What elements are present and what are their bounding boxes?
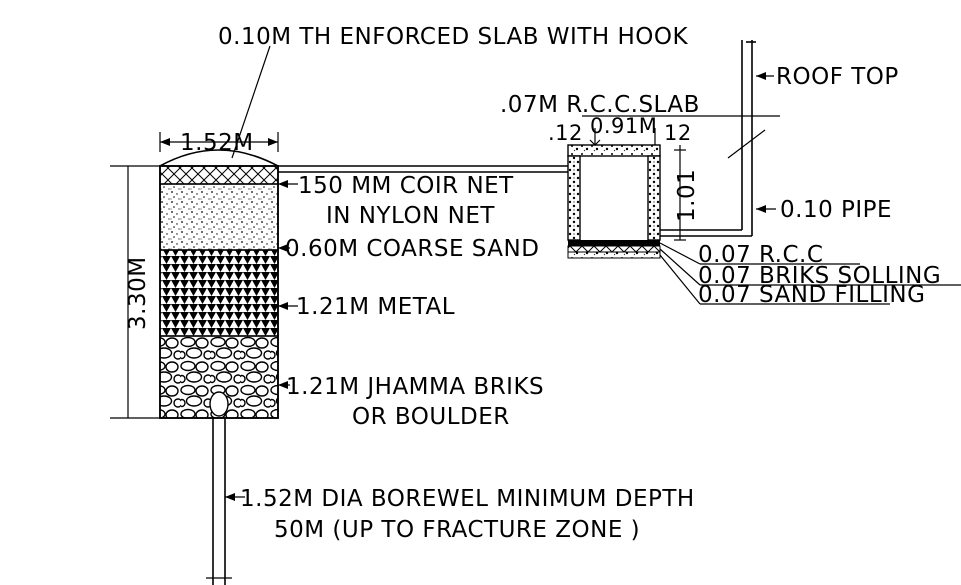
dim-012-left-label: .12 [548, 121, 583, 145]
dimension-width: 1.52M [159, 130, 279, 156]
dome-slab [159, 149, 279, 167]
dim-330-label: 3.30M [125, 256, 151, 330]
sand-filling-label: 0.07 SAND FILLING [698, 282, 925, 308]
pipe-label: 0.10 PIPE [780, 197, 892, 223]
slab-hook-label: 0.10M TH ENFORCED SLAB WITH HOOK [218, 24, 688, 50]
borewell-label-1: 1.52M DIA BOREWEL MINIMUM DEPTH [240, 486, 695, 512]
inlet-channel [278, 165, 568, 173]
coir-net-layer [159, 165, 279, 185]
recharge-pit [159, 149, 279, 419]
rcc-slab-label: .07M R.C.C.SLAB [500, 92, 700, 118]
coir-net-label-1: 150 MM COIR NET [298, 173, 514, 199]
chamber-top-slab [567, 144, 661, 157]
chamber-bottom-labels: 0.07 R.C.C 0.07 BRIKS SOLLING 0.07 SAND … [659, 242, 961, 308]
chamber-left-wall [567, 155, 581, 241]
borewell-opening [209, 391, 229, 417]
coir-net-label-2: IN NYLON NET [326, 203, 495, 229]
metal-layer [159, 249, 279, 337]
chamber-rcc-layer [568, 240, 660, 246]
jhamma-label-1: 1.21M JHAMMA BRIKS [286, 374, 544, 400]
filter-chamber [567, 144, 661, 259]
coarse-sand-label: 0.60M COARSE SAND [285, 236, 539, 262]
pit-outline [159, 165, 279, 419]
chamber-right-wall [647, 155, 661, 241]
metal-label: 1.21M METAL [296, 294, 455, 320]
chamber-sand-layer [567, 251, 661, 259]
dim-101-label: 1.01 [674, 169, 700, 222]
roof-down-pipe [660, 40, 766, 237]
chamber-brick-layer [567, 245, 661, 253]
dim-091-label: 0.91M [590, 114, 657, 138]
briks-solling-label: 0.07 BRIKS SOLLING [698, 263, 941, 289]
borewell-label-2: 50M (UP TO FRACTURE ZONE ) [274, 517, 640, 543]
pit-layer-labels: 150 MM COIR NET IN NYLON NET 0.60M COARS… [225, 173, 695, 543]
roof-top-label: ROOF TOP [776, 64, 899, 90]
rcc-007-label: 0.07 R.C.C [698, 242, 823, 268]
dimension-height: 3.30M [110, 165, 160, 419]
dim-012-right-label: 12 [664, 121, 692, 145]
dim-152-label: 1.52M [180, 130, 254, 156]
coarse-sand-layer [159, 183, 279, 251]
jhamma-label-2: OR BOULDER [352, 404, 510, 430]
borewell-pipe [206, 418, 232, 585]
